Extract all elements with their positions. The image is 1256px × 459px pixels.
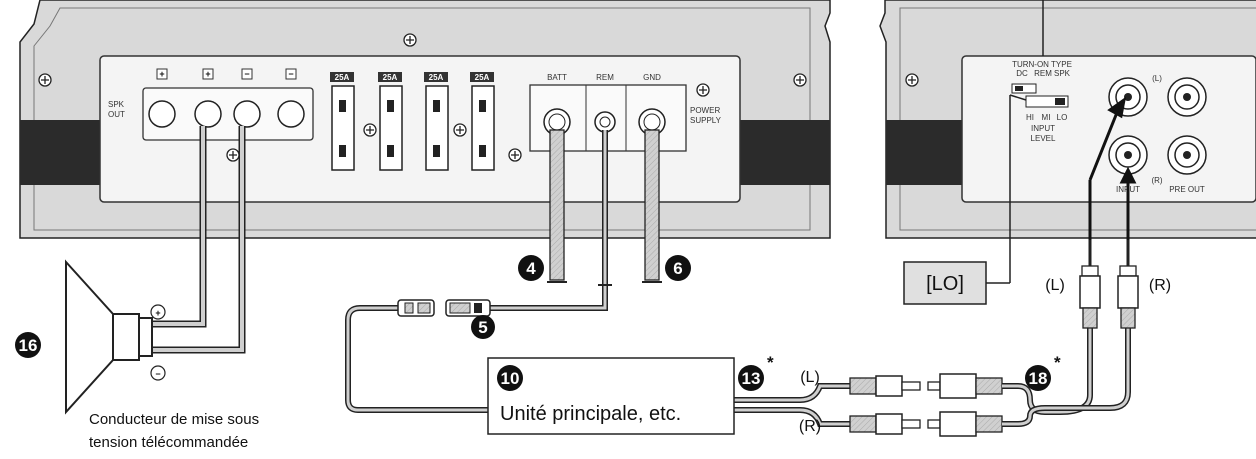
- speaker-plus-sign: +: [150, 304, 166, 320]
- callout-head-unit: 10: [497, 365, 523, 391]
- callout-battery: 4: [518, 255, 544, 281]
- power-supply-label: POWER: [690, 106, 720, 115]
- svg-text:+: +: [155, 308, 160, 318]
- svg-text:*: *: [1054, 353, 1061, 372]
- svg-text:4: 4: [526, 259, 536, 278]
- terminal-sign: +: [159, 69, 164, 79]
- input-level-switch: [1025, 95, 1069, 108]
- svg-text:−: −: [155, 369, 160, 379]
- callout-rca-cable: 13 *: [738, 353, 774, 391]
- batt-terminal: [543, 108, 571, 136]
- terminal-sign: −: [288, 69, 293, 79]
- battery-wire: [547, 129, 567, 283]
- svg-text:5: 5: [478, 318, 487, 337]
- svg-text:[LO]: [LO]: [926, 273, 964, 295]
- svg-text:*: *: [767, 353, 774, 372]
- speaker-terminal: [233, 100, 261, 128]
- input-left-label: (L): [1045, 277, 1065, 294]
- speaker-wires: [152, 126, 246, 354]
- rca-right-label: (R): [799, 418, 821, 435]
- fuse: 25A: [378, 72, 403, 171]
- rca-left-label: (L): [800, 369, 820, 386]
- pre-out-label: PRE OUT: [1169, 185, 1205, 194]
- svg-text:6: 6: [673, 259, 682, 278]
- screw-icon: [453, 123, 467, 137]
- amplifier: SPK OUT + + − − 25A 25A: [19, 0, 831, 239]
- fuse: 25A: [424, 72, 449, 171]
- screw-icon: [905, 73, 919, 87]
- remote-wire-connector: [397, 299, 491, 317]
- svg-text:10: 10: [501, 369, 520, 388]
- input-right-label: (R): [1149, 277, 1171, 294]
- svg-text:25A: 25A: [429, 73, 444, 82]
- remote-wire: [345, 130, 612, 413]
- spk-out-label: SPK: [108, 100, 125, 109]
- fuse: 25A: [470, 72, 495, 171]
- turn-on-option: DC: [1016, 69, 1028, 78]
- fuse: 25A: [330, 72, 355, 171]
- pre-out-left-jack: [1167, 77, 1207, 117]
- rem-label: REM: [596, 73, 614, 82]
- head-unit-box: Unité principale, etc.: [487, 357, 735, 435]
- power-supply-label: SUPPLY: [690, 116, 722, 125]
- level-option: MI: [1042, 113, 1051, 122]
- input-level-label: INPUT: [1031, 124, 1055, 133]
- jack-right-tag: (R): [1151, 176, 1162, 185]
- spk-out-label: OUT: [108, 110, 125, 119]
- batt-label: BATT: [547, 73, 567, 82]
- rca-input-left-jack: [1108, 77, 1148, 117]
- remote-wire-label: tension télécommandée: [89, 434, 248, 451]
- callout-ground: 6: [665, 255, 691, 281]
- ground-wire: [642, 129, 662, 283]
- level-option: LO: [1057, 113, 1068, 122]
- callout-rca-extension: 18 *: [1025, 353, 1061, 391]
- speaker-terminal: [194, 100, 222, 128]
- speaker-terminal: [148, 100, 176, 128]
- screw-icon: [226, 148, 240, 162]
- turn-on-switch: [1011, 83, 1037, 94]
- turn-on-option: REM: [1034, 69, 1052, 78]
- svg-text:18: 18: [1029, 369, 1048, 388]
- level-option: HI: [1026, 113, 1034, 122]
- connection-arrows: [1088, 96, 1137, 240]
- screw-icon: [696, 83, 710, 97]
- rca-input-right-jack: [1108, 135, 1148, 175]
- turn-on-option: SPK: [1054, 69, 1071, 78]
- rca-cable: [734, 325, 1131, 437]
- screw-icon: [793, 73, 807, 87]
- rca-input-plugs: [1079, 240, 1139, 329]
- rca-plug-left: [849, 375, 921, 397]
- svg-text:25A: 25A: [475, 73, 490, 82]
- terminal-sign: +: [205, 69, 210, 79]
- jack-left-tag: (L): [1152, 74, 1162, 83]
- remote-wire-label: Conducteur de mise sous: [89, 411, 259, 428]
- svg-text:16: 16: [19, 336, 38, 355]
- screw-icon: [363, 123, 377, 137]
- input-level-label: LEVEL: [1031, 134, 1056, 143]
- amplifier-input-panel: TURN-ON TYPE DC REM SPK HI MI LO INPUT L…: [879, 0, 1256, 239]
- head-unit-label: Unité principale, etc.: [500, 403, 681, 425]
- rca-extension-jack-left: [927, 373, 1003, 399]
- speaker-terminal: [277, 100, 305, 128]
- callout-speaker: 16: [15, 332, 41, 358]
- speaker-minus-sign: −: [150, 365, 166, 381]
- svg-text:25A: 25A: [335, 73, 350, 82]
- svg-text:25A: 25A: [383, 73, 398, 82]
- gnd-label: GND: [643, 73, 661, 82]
- rca-extension-jack-right: [927, 411, 1003, 437]
- svg-text:13: 13: [742, 369, 761, 388]
- rca-plug-right: [849, 413, 921, 435]
- screw-icon: [508, 148, 522, 162]
- turn-on-type-label: TURN-ON TYPE: [1012, 60, 1072, 69]
- callout-remote: 5: [471, 315, 495, 339]
- rem-terminal: [594, 111, 616, 133]
- lo-box: [LO]: [903, 94, 1027, 305]
- pre-out-right-jack: [1167, 135, 1207, 175]
- screw-icon: [403, 33, 417, 47]
- speaker-icon: [65, 259, 153, 415]
- screw-icon: [38, 73, 52, 87]
- terminal-sign: −: [244, 69, 249, 79]
